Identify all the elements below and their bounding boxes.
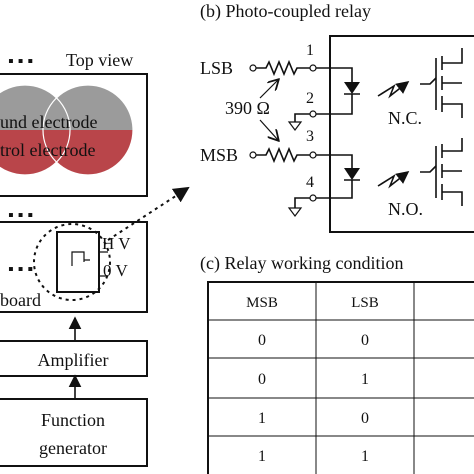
- table-cell: 1: [361, 448, 369, 465]
- table-cell: 0: [258, 332, 266, 349]
- ground-electrode-label: und electrode: [0, 112, 97, 132]
- function-generator-box: [0, 398, 148, 467]
- table-cell: 1: [258, 448, 266, 465]
- condition-table: MSB LSB 0 0 0 1 1 0 1 1: [207, 281, 474, 474]
- table-cell: 1: [258, 410, 266, 427]
- msb-terminal: [249, 151, 257, 159]
- mosfet-nc-icon: [420, 48, 463, 118]
- table-cell: 0: [361, 410, 369, 427]
- top-view-label: Top view: [66, 50, 133, 70]
- control-electrode-label: trol electrode: [0, 140, 95, 160]
- electrode-discs: [0, 84, 134, 176]
- panel-a: ▪ ▪ ▪ Top view und electrode trol electr…: [0, 50, 190, 467]
- table-cell: 0: [361, 332, 369, 349]
- dots-row-1: ▪ ▪ ▪: [8, 53, 33, 70]
- lsb-terminal: [249, 64, 257, 72]
- table-cell: 1: [361, 371, 369, 388]
- resistor-pointer-1: [259, 80, 278, 99]
- table-cell: 0: [258, 371, 266, 388]
- amplifier-label: Amplifier: [38, 350, 109, 370]
- ground2-icon: [287, 207, 303, 217]
- header-lsb: LSB: [351, 295, 379, 311]
- lsb-label: LSB: [200, 58, 233, 78]
- resistor-label: 390 Ω: [225, 98, 270, 118]
- msb-label: MSB: [200, 145, 238, 165]
- board-label: board: [0, 290, 41, 310]
- zoom-circle: [33, 223, 111, 301]
- led2-icon: [344, 168, 360, 180]
- ground1-icon: [287, 121, 303, 131]
- panel-b-title: (b) Photo-coupled relay: [200, 1, 371, 22]
- board-box: [0, 221, 148, 313]
- pin4-dot: [309, 194, 317, 202]
- led1-wire: [316, 93, 360, 115]
- msb-resistor: [256, 146, 310, 164]
- header-msb: MSB: [246, 295, 278, 311]
- nc-label: N.C.: [388, 108, 422, 128]
- top-view-box: [0, 73, 148, 197]
- light-arrow-2: [377, 171, 410, 189]
- panel-b: (b) Photo-coupled relay LSB 1 2 390 Ω MS…: [200, 1, 474, 233]
- table-frame: [207, 281, 474, 474]
- mosfet-no-icon: [420, 138, 463, 206]
- zero-voltage-label: 0 V: [103, 261, 128, 280]
- relay-package: [329, 35, 474, 233]
- no-label: N.O.: [388, 199, 423, 219]
- pin2-ground-wire: [294, 113, 310, 122]
- lsb-resistor: [256, 59, 310, 77]
- msb-wire: [316, 154, 353, 168]
- pin2-label: 2: [306, 90, 314, 107]
- pin2-dot: [309, 110, 317, 118]
- led1-icon: [344, 82, 360, 94]
- resistor-pointer-2: [259, 119, 278, 140]
- pin4-ground-wire: [294, 197, 310, 208]
- zoom-arrow: [107, 186, 190, 241]
- function-generator-line2: generator: [39, 438, 107, 458]
- high-voltage-label: H V: [102, 234, 131, 253]
- light-arrow-1: [377, 81, 410, 99]
- dots-row-3: ▪ ▪ ▪: [8, 261, 33, 278]
- dots-row-2: ▪ ▪ ▪: [8, 207, 33, 224]
- led2-wire: [316, 179, 360, 199]
- lsb-wire: [316, 67, 353, 82]
- pin4-label: 4: [306, 174, 314, 191]
- panel-c: (c) Relay working condition MSB LSB 0 0 …: [200, 253, 474, 474]
- panel-c-title: (c) Relay working condition: [200, 253, 403, 274]
- pin3-label: 3: [306, 128, 314, 145]
- pin1-label: 1: [306, 42, 314, 59]
- amplifier-box: [0, 340, 148, 377]
- relay-switch-symbol: [71, 251, 90, 266]
- function-generator-line1: Function: [41, 410, 105, 430]
- pin3-dot: [309, 151, 317, 159]
- pin1-dot: [309, 64, 317, 72]
- relay-chip: [56, 231, 100, 293]
